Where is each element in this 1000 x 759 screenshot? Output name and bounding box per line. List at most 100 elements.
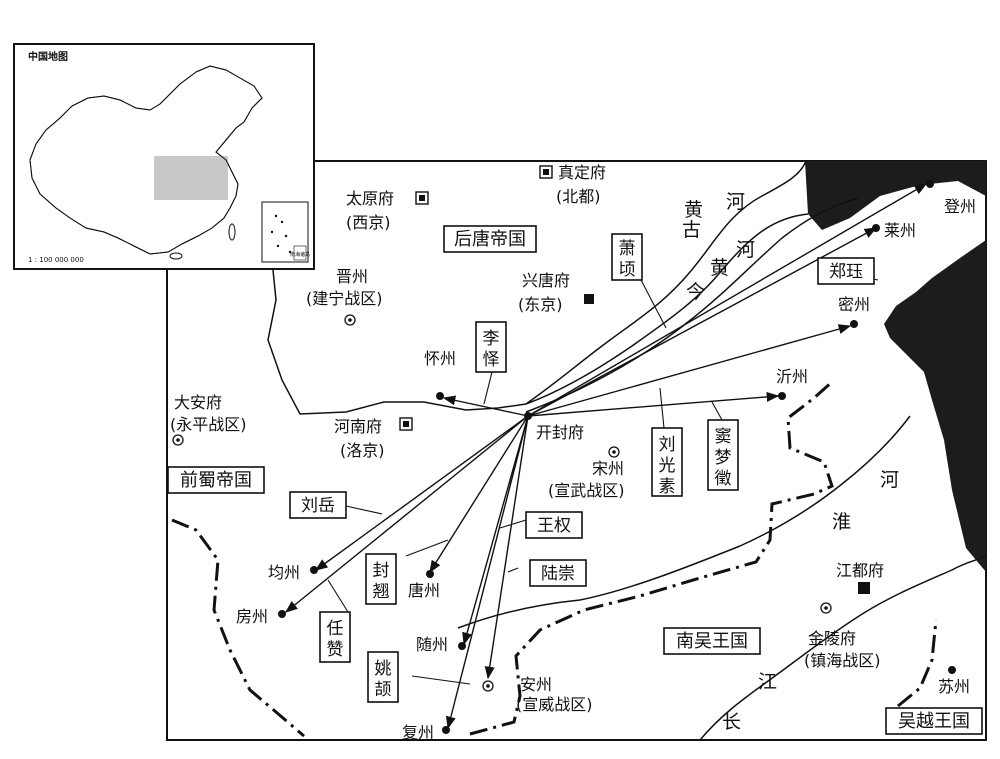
- person-zheng-jue: 郑珏: [829, 262, 863, 282]
- river-char-he3: 河: [880, 469, 899, 491]
- capital-icon: [399, 417, 413, 431]
- huai-river: [457, 415, 911, 629]
- south-sea-label-box: [293, 245, 307, 261]
- place-tangzhou: 唐州: [408, 581, 440, 600]
- capital-icon: [415, 191, 429, 205]
- person-li-yi-box: [475, 321, 507, 373]
- state-later-tang-box: [443, 225, 537, 253]
- capital-icon: [584, 294, 594, 304]
- hainan-island: [169, 252, 183, 260]
- yangtze-river: [699, 555, 987, 741]
- state-southern-wu-box: [663, 627, 761, 655]
- military-district-icon: [344, 314, 356, 326]
- leader-liu-guangsu: [659, 387, 665, 429]
- leader-li-yi: [483, 371, 493, 405]
- river-char-he1: 河: [726, 191, 745, 213]
- arrow-to-tangzhou: [429, 415, 529, 574]
- arrow-to-junzhou: [314, 415, 529, 571]
- person-xiao-qing: 萧顷: [619, 239, 636, 280]
- leader-lines: [327, 267, 879, 685]
- arrow-to-fuzhou: [445, 415, 529, 730]
- present-yellow-river: [525, 197, 859, 413]
- river-labels: 古 黄 河 河 黄 今 河 淮 江 长: [682, 191, 899, 733]
- china-outline-stroke: [29, 65, 263, 255]
- river-char-he2: 河: [736, 239, 755, 261]
- south-sea-label: 南海诸岛: [290, 251, 310, 258]
- state-wuyue: 吴越王国: [898, 711, 970, 732]
- border-southern-wu-north: [469, 380, 834, 736]
- place-jinling: 金陵府: [808, 629, 856, 648]
- river-char-chang: 长: [722, 711, 741, 733]
- place-henan-sub: (洛京): [340, 441, 385, 460]
- place-taiyuan: 太原府: [346, 189, 394, 208]
- place-xingtang: 兴唐府: [522, 271, 570, 290]
- border-former-shu: [171, 518, 305, 738]
- person-feng-xiang-box: [365, 553, 397, 605]
- person-wang-quan-box: [525, 511, 583, 539]
- military-district-icon: [482, 680, 494, 692]
- city-dot: [442, 726, 450, 734]
- place-junzhou: 均州: [268, 563, 300, 582]
- leader-liu-yue: [345, 505, 383, 515]
- place-anzhou-sub: (宣威战区): [516, 695, 593, 714]
- person-labels: 萧顷 李怿 刘光素 窦梦徵 封翘 任赞 姚颉 郑珏 刘岳 王权 陆崇: [289, 233, 875, 703]
- city-dot: [948, 666, 956, 674]
- person-yao-yi: 姚颉: [375, 659, 392, 700]
- city-dot: [778, 392, 786, 400]
- leader-yao-yi: [411, 675, 471, 685]
- capital-icon: [858, 582, 870, 594]
- military-district-icon: [608, 446, 620, 458]
- place-daan-sub: (永平战区): [170, 415, 247, 434]
- military-district-icon: [820, 602, 832, 614]
- city-dot: [310, 566, 318, 574]
- city-dot: [850, 320, 858, 328]
- city-dot: [524, 412, 532, 420]
- river-char-huang2: 黄: [710, 257, 729, 279]
- capital-icon: [539, 165, 553, 179]
- leader-dou-mengzheng: [711, 401, 723, 421]
- arrow-to-fangzhou: [285, 415, 529, 613]
- sea-bohai: [805, 161, 986, 230]
- inset-title: 中国地图: [28, 50, 68, 63]
- place-zhending: 真定府: [558, 163, 606, 182]
- state-former-shu: 前蜀帝国: [180, 470, 252, 491]
- person-liu-guangsu-box: [651, 427, 683, 497]
- place-anzhou: 安州: [520, 675, 552, 694]
- place-jinzhou: 晋州: [336, 267, 368, 286]
- place-songzhou-sub: (宣武战区): [548, 481, 625, 500]
- person-zheng-jue-box: [817, 257, 875, 285]
- taiwan-island: [228, 223, 236, 241]
- state-wuyue-box: [885, 707, 983, 735]
- leader-feng-xiang: [405, 539, 449, 557]
- person-liu-yue: 刘岳: [301, 496, 335, 516]
- mountain-front-line: [267, 239, 527, 415]
- river-char-gu: 古: [682, 219, 701, 241]
- leader-wang-quan: [499, 519, 527, 529]
- inset-scale: 1 : 100 000 000: [28, 256, 84, 264]
- place-mizhou: 密州: [838, 295, 870, 314]
- place-jinzhou-sub: (建宁战区): [306, 289, 383, 308]
- arrow-to-suizhou: [462, 415, 529, 646]
- person-feng-xiang: 封翘: [373, 561, 390, 602]
- person-wang-quan: 王权: [537, 516, 571, 536]
- city-dot: [426, 570, 434, 578]
- south-sea-islands: [270, 214, 292, 254]
- arrow-to-huaizhou: [442, 395, 529, 417]
- inset-map: 中国地图 南海诸岛 1 : 100 000 000: [13, 43, 315, 270]
- place-songzhou: 宋州: [592, 459, 624, 478]
- place-jinling-sub: (镇海战区): [804, 651, 881, 670]
- leader-ren-zan: [327, 579, 349, 613]
- state-later-tang: 后唐帝国: [454, 229, 526, 250]
- state-southern-wu: 南吴王国: [676, 631, 748, 652]
- place-daan: 大安府: [174, 393, 222, 412]
- person-ren-zan-box: [319, 611, 351, 663]
- border-wuyue: [897, 619, 938, 708]
- place-dengzhou: 登州: [944, 197, 976, 216]
- place-laizhou: 莱州: [884, 221, 916, 240]
- person-ren-zan: 任赞: [327, 619, 344, 660]
- person-liu-guangsu: 刘光素: [659, 435, 676, 497]
- military-district-icon: [172, 434, 184, 446]
- person-yao-yi-box: [367, 651, 399, 703]
- city-dot: [278, 610, 286, 618]
- person-xiao-qing-box: [611, 233, 643, 281]
